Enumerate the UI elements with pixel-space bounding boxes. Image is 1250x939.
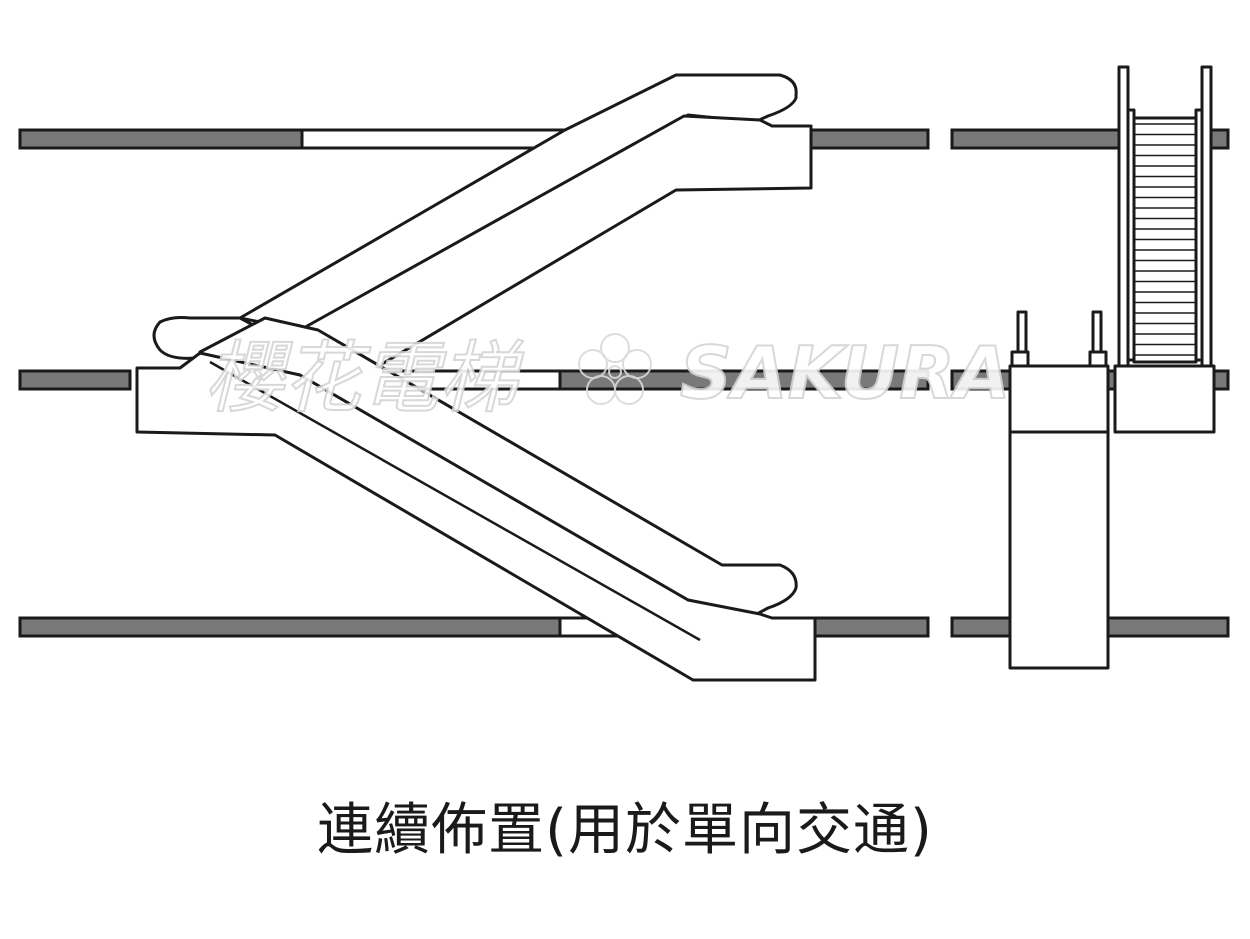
front-upper-escalator-base [1113, 364, 1216, 434]
top-floor-slab-right [806, 128, 930, 150]
front-lower-escalator-body [1008, 430, 1110, 670]
front-upper-step-treads [1134, 123, 1196, 356]
lower-escalator-truss [135, 351, 817, 682]
watermark: 櫻花電梯 SAKURA [204, 330, 1011, 425]
front-lower-left-post [1016, 310, 1028, 354]
diagram-caption: 連續佈置(用於單向交通) [317, 798, 933, 863]
top-floor-slab-left [18, 128, 304, 150]
escalator-layout-diagram: 櫻花電梯 SAKURA [18, 65, 1230, 682]
front-lower-escalator [1008, 310, 1110, 670]
top-floor-opening [300, 128, 574, 150]
lower-escalator-inner-line [209, 360, 701, 642]
bottom-floor-slab-left [18, 616, 562, 638]
front-lower-right-post [1091, 310, 1103, 354]
watermark-chinese: 櫻花電梯 [205, 334, 524, 424]
middle-floor-slab-right [558, 369, 930, 391]
sakura-flower-icon [578, 333, 652, 405]
lower-escalator [135, 316, 817, 682]
front-lower-escalator-head [1008, 364, 1110, 434]
front-lower-right-cap [1088, 350, 1108, 368]
watermark-latin: SAKURA [680, 331, 1010, 415]
bottom-floor-slab-right [813, 616, 930, 638]
front-lower-left-cap [1010, 350, 1030, 368]
middle-floor-slab-left [18, 369, 132, 391]
front-upper-escalator [1113, 65, 1216, 434]
lower-escalator-handrail [198, 316, 798, 617]
